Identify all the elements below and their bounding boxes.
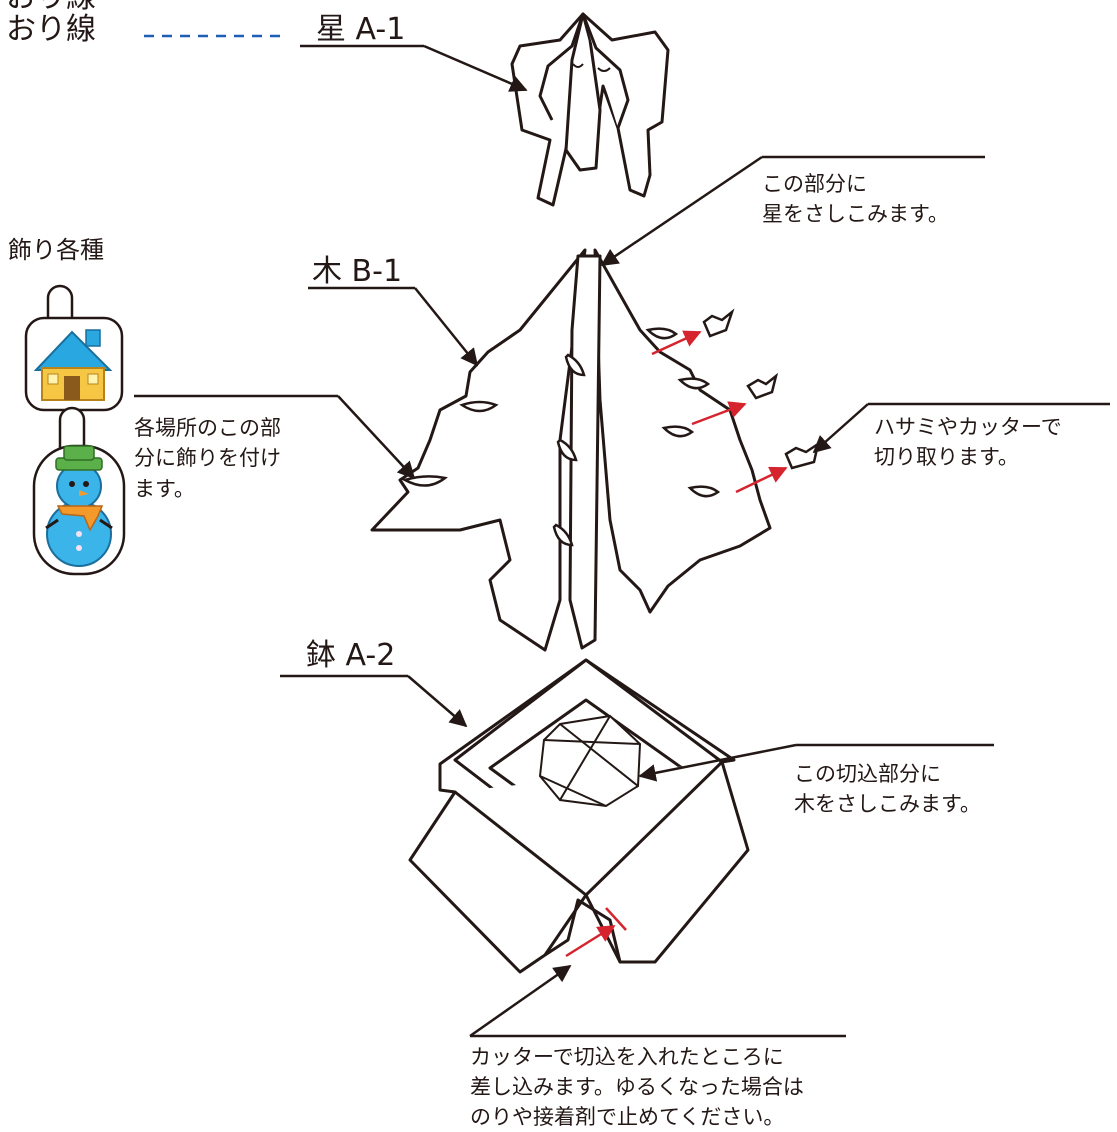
house-charm — [24, 284, 124, 412]
tree-insert-arrow — [638, 743, 797, 782]
snowman-charm — [32, 406, 126, 576]
red-arrow-pot — [565, 924, 616, 958]
pot-arrow — [407, 675, 468, 728]
decor-arrow — [337, 395, 416, 480]
pot-hole — [538, 714, 642, 808]
cut-line-label: おり線 — [6, 0, 96, 17]
star-insert-arrow — [600, 155, 763, 267]
scissors-note: ハサミやカッターで 切り取ります。 — [874, 415, 1062, 469]
star-insert-note: この部分に 星をさしこみます。 — [762, 172, 949, 226]
slit-arrow — [469, 964, 572, 1038]
red-arrow-1 — [651, 330, 702, 356]
red-arrow-3 — [735, 466, 788, 494]
star-face-right — [597, 67, 611, 72]
part-label-star: 星 A-1 — [316, 12, 406, 47]
part-label-pot: 鉢 A-2 — [306, 638, 396, 673]
tree-piece — [370, 248, 772, 652]
star-piece — [510, 12, 670, 207]
tree-insert-note: この切込部分に 木をさしこみます。 — [794, 762, 981, 816]
cut-off-pieces — [702, 308, 820, 470]
pot-piece — [408, 658, 750, 974]
tree-arrow — [414, 287, 479, 367]
fold-line-label: おり線 — [6, 12, 96, 47]
red-arrow-2 — [691, 401, 747, 426]
tree-ornament-hooks — [401, 327, 721, 547]
pot-cut-mark — [605, 907, 627, 931]
star-face-left — [572, 63, 584, 68]
star-arrow — [423, 44, 528, 92]
slit-insert-note: カッターで切込を入れたところに 差し込みます。ゆるくなった場合は のりや接着剤で… — [470, 1045, 804, 1129]
decorations-title: 飾り各種 — [8, 236, 104, 264]
scissors-arrow — [812, 403, 869, 454]
part-label-tree: 木 B-1 — [312, 254, 403, 289]
decorations-note: 各場所のこの部 分に飾りを付け ます。 — [134, 416, 281, 501]
